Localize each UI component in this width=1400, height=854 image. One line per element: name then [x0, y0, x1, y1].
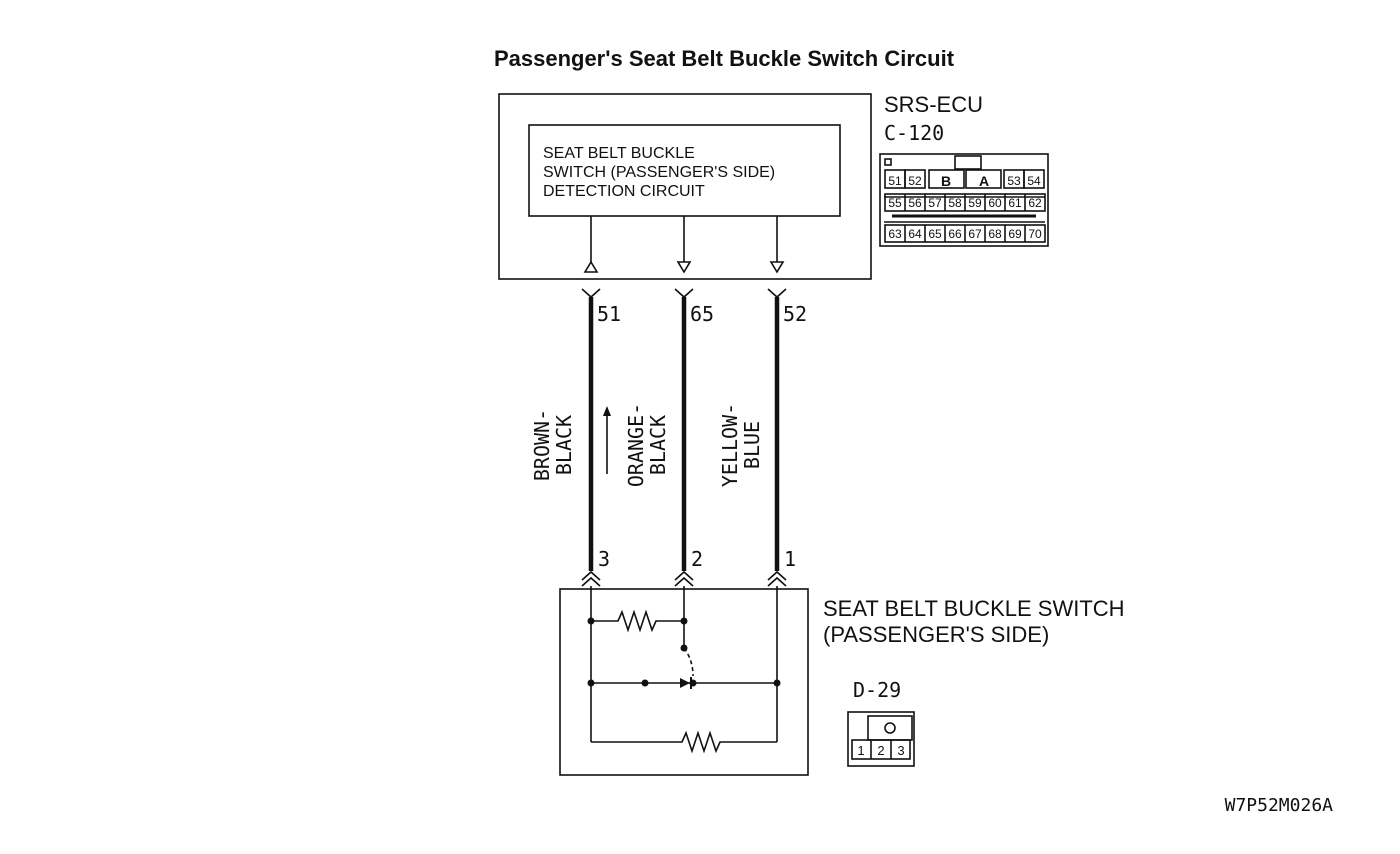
- ecu-terminal-icon: [581, 288, 601, 299]
- junction-dot: [680, 617, 688, 625]
- ecu-outline: [498, 93, 872, 280]
- svg-text:BLUE: BLUE: [740, 421, 764, 469]
- circuit-label-line-2: SWITCH (PASSENGER'S SIDE): [543, 164, 775, 181]
- seat-belt-buckle-switch: [559, 586, 809, 776]
- switch-name-line-1: SEAT BELT BUCKLE SWITCH: [823, 596, 1125, 621]
- connector-outline: [879, 153, 1049, 247]
- c120-pin-label: A: [979, 173, 989, 189]
- junction-dot: [773, 679, 781, 687]
- output-arrow-icon: [583, 260, 599, 273]
- switch-name-line-2: (PASSENGER'S SIDE): [823, 622, 1049, 647]
- ecu-pin-number: 65: [690, 302, 714, 326]
- switch-terminal-icon: [674, 570, 694, 581]
- c120-pin-label: 61: [1008, 196, 1022, 210]
- diagram-title: Passenger's Seat Belt Buckle Switch Circ…: [494, 46, 955, 71]
- c120-pin-label: 51: [888, 174, 902, 188]
- svg-text:YELLOW-: YELLOW-: [718, 403, 742, 487]
- ecu-name: SRS-ECU: [884, 92, 983, 117]
- diagram-code: W7P52M026A: [1225, 795, 1334, 816]
- c120-pin-label: 70: [1028, 227, 1042, 241]
- c120-pin-label: 69: [1008, 227, 1022, 241]
- c120-pin-label: 67: [968, 227, 982, 241]
- c120-pin-label: B: [941, 173, 951, 189]
- connector-latch: [954, 155, 982, 170]
- circuit-label-line-1: SEAT BELT BUCKLE: [543, 145, 695, 162]
- input-arrow-icon: [676, 261, 692, 274]
- connector-outline: [847, 711, 915, 767]
- c120-pin-label: 65: [928, 227, 942, 241]
- switch-pin-number: 1: [784, 547, 796, 571]
- switch-connector-id: D-29: [853, 678, 901, 702]
- wire-color-label: ORANGE- BLACK: [624, 403, 670, 487]
- c120-pin-label: 53: [1007, 174, 1021, 188]
- d29-connector-face: 1 2 3: [847, 711, 915, 767]
- switch-contact-icon: [683, 647, 694, 677]
- switch-terminal-icon: [581, 570, 601, 581]
- harness-wire-51-3: [581, 288, 601, 587]
- harness-wire-52-1: [767, 288, 787, 587]
- c120-pin-label: 58: [948, 196, 962, 210]
- c120-pin-label: 62: [1028, 196, 1042, 210]
- svg-text:BLACK: BLACK: [646, 415, 670, 475]
- harness-wire-65-2: [674, 288, 694, 587]
- svg-text:ORANGE-: ORANGE-: [624, 403, 648, 487]
- switch-terminal-icon: [767, 570, 787, 581]
- ecu-connector-id: C-120: [884, 121, 944, 145]
- junction-dot: [641, 679, 649, 687]
- c120-pin-label: 55: [888, 196, 902, 210]
- circuit-label-line-3: DETECTION CIRCUIT: [543, 183, 705, 200]
- d29-pin-label: 2: [877, 743, 884, 758]
- ecu-terminal-icon: [674, 288, 694, 299]
- junction-dot: [689, 679, 697, 687]
- c120-pin-label: 56: [908, 196, 922, 210]
- input-arrow-icon: [769, 261, 785, 274]
- switch-pin-number: 3: [598, 547, 610, 571]
- c120-connector-face: 51 52 B A 53 54 55 56 57 58 59 60 61 62 …: [879, 153, 1049, 247]
- c120-pin-label: 60: [988, 196, 1002, 210]
- wire-color-label: BROWN- BLACK: [530, 409, 576, 481]
- connector-key: [884, 158, 892, 166]
- ecu-terminal-icon: [767, 288, 787, 299]
- switch-pin-number: 2: [691, 547, 703, 571]
- c120-pin-label: 63: [888, 227, 902, 241]
- resistor-icon: [591, 730, 777, 754]
- c120-pin-label: 52: [908, 174, 922, 188]
- c120-pin-label: 66: [948, 227, 962, 241]
- diode-icon: [680, 678, 690, 688]
- resistor-icon: [591, 609, 684, 633]
- wire-color-label: YELLOW- BLUE: [718, 403, 764, 487]
- junction-dot: [587, 617, 595, 625]
- d29-pin-label: 3: [897, 743, 904, 758]
- svg-text:BROWN-: BROWN-: [530, 409, 554, 481]
- d29-pin-label: 1: [857, 743, 864, 758]
- c120-pin-label: 64: [908, 227, 922, 241]
- ecu-pin-number: 52: [783, 302, 807, 326]
- junction-dot: [680, 644, 688, 652]
- svg-text:BLACK: BLACK: [552, 415, 576, 475]
- srs-ecu-unit: SEAT BELT BUCKLE SWITCH (PASSENGER'S SID…: [498, 93, 872, 280]
- c120-pin-label: 57: [928, 196, 942, 210]
- current-flow-arrow-icon: [603, 406, 611, 474]
- ecu-pin-number: 51: [597, 302, 621, 326]
- c120-pin-label: 68: [988, 227, 1002, 241]
- c120-pin-label: 54: [1027, 174, 1041, 188]
- connector-latch: [867, 715, 913, 741]
- junction-dot: [587, 679, 595, 687]
- c120-pin-label: 59: [968, 196, 982, 210]
